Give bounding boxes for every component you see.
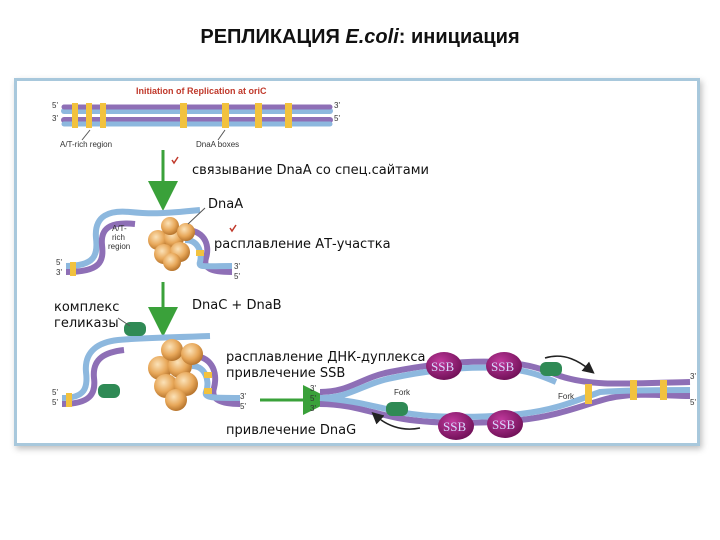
end-label-5-mid-right: 5' [234, 272, 240, 281]
binding-label: связывание DnaA со спец.сайтами [192, 163, 429, 178]
end-label-3-bubble-2: 3' [310, 404, 316, 413]
end-label-5-right: 5' [690, 398, 696, 407]
fork-label-right: Fork [558, 392, 574, 401]
dnaa-boxes-label: DnaA boxes [196, 140, 240, 149]
melting-duplex-line-1: расплавление ДНК-дуплекса [226, 350, 426, 365]
end-label-5-bubble: 5' [310, 394, 316, 403]
helicase-complex-line-2: геликазы [54, 316, 119, 331]
at-rich-small-2: rich [112, 233, 125, 242]
end-label-5-top: 5' [52, 101, 58, 110]
figure-header: Initiation of Replication at oriC [136, 86, 267, 96]
checkmark-icons [171, 156, 237, 233]
dnaa-complex-stage [65, 207, 233, 276]
end-label-5-top-right: 5' [334, 114, 340, 123]
end-label-3-low: 3' [240, 392, 246, 401]
end-label-5-mid: 5' [56, 258, 62, 267]
ssb-label-3: SSB [443, 419, 466, 434]
title-italic: E.coli [345, 26, 399, 48]
helicase-icon [98, 322, 146, 398]
dnaa-label: DnaA [208, 197, 244, 212]
ssb-label-4: SSB [492, 417, 515, 432]
at-rich-small-1: A/T- [112, 224, 127, 233]
page-title: РЕПЛИКАЦИЯ E.coli: инициация [0, 26, 720, 49]
fork-label-left: Fork [394, 388, 410, 397]
ssb-label-2: SSB [491, 359, 514, 374]
helicase-complex-label: комплекс геликазы [54, 300, 119, 332]
end-label-3-mid-right: 3' [234, 262, 240, 271]
melting-at-label: расплавление АТ-участка [214, 237, 391, 252]
at-rich-region-label: A/T-rich region [60, 140, 113, 149]
ssb-proteins: SSB SSB SSB SSB [426, 352, 523, 440]
melting-duplex-line-2: привлечение SSB [226, 366, 346, 381]
title-prefix: РЕПЛИКАЦИЯ [200, 26, 346, 48]
dnaa-protein-cluster-1 [148, 217, 195, 271]
dnag-label: привлечение DnaG [226, 423, 357, 438]
end-label-3-right: 3' [690, 372, 696, 381]
ssb-label-1: SSB [431, 359, 454, 374]
dnac-dnab-label: DnaC + DnaB [192, 298, 282, 313]
helicase-stage [61, 317, 241, 411]
end-label-3-top: 3' [52, 114, 58, 123]
end-label-5-low-2: 5' [52, 398, 58, 407]
top-duplex [61, 103, 333, 141]
title-suffix: : инициация [398, 26, 520, 48]
end-label-3-top-right: 3' [334, 101, 340, 110]
end-label-3-mid: 3' [56, 268, 62, 277]
melting-duplex-label: расплавление ДНК-дуплекса привлечение SS… [226, 350, 426, 382]
end-label-5-low: 5' [52, 388, 58, 397]
end-label-5-low-right: 5' [240, 402, 246, 411]
helicase-complex-line-1: комплекс [54, 300, 120, 315]
end-label-3-bubble: 3' [310, 384, 316, 393]
helicase-icon [386, 362, 562, 416]
dnaa-protein-cluster-2 [148, 339, 203, 411]
at-rich-small-3: region [108, 242, 131, 251]
